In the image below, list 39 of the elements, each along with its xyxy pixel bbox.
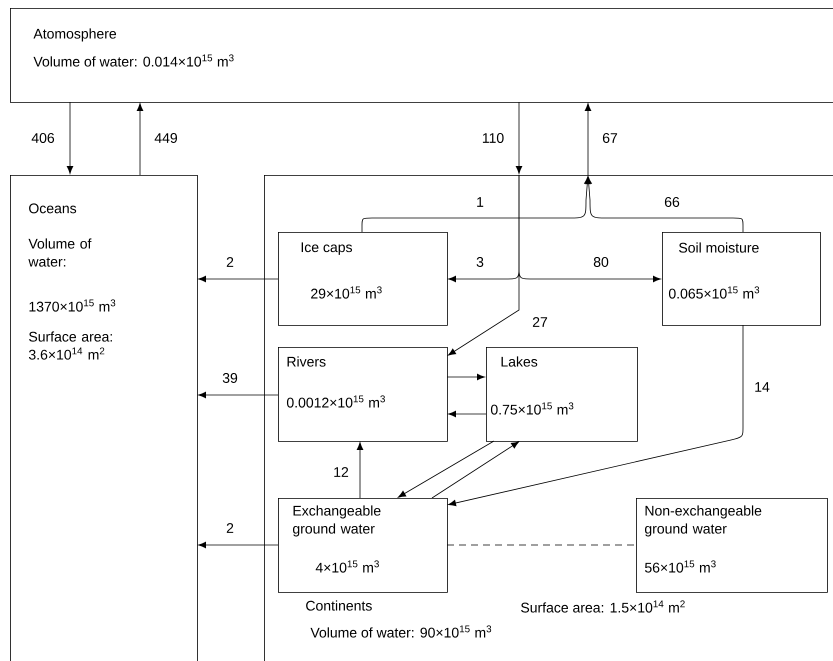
flow-arrow xyxy=(136,103,144,176)
flow-value: 66 xyxy=(662,196,682,208)
reservoir-box: Oceans Volume of water: 1370×10$^{15}$ m$^{3}$ Surface area: 3.6×10$^{14}$ m$^{2}$ xyxy=(10,175,198,661)
flow-arrow xyxy=(516,102,522,174)
flow-arrow xyxy=(432,441,520,498)
flow-arrow xyxy=(584,103,592,176)
flow-value: 406 xyxy=(30,132,56,144)
flow-value: 12 xyxy=(332,466,350,478)
flow-arrow xyxy=(362,176,590,232)
reservoir-box: Ice caps 29×10$^{15}$ m$^{3}$ xyxy=(278,232,448,326)
reservoir-box: Lakes 0.75×10$^{15}$ m$^{3}$ xyxy=(486,347,638,442)
flow-arrow xyxy=(448,324,744,506)
reservoir-box: Soil moisture 0.065×10$^{15}$ m$^{3}$ xyxy=(662,232,821,326)
flow-arrow xyxy=(198,392,278,398)
flow-value: 14 xyxy=(752,380,772,394)
flow-arrow xyxy=(446,374,485,380)
flow-arrow xyxy=(586,176,744,232)
flow-value: 67 xyxy=(600,132,620,144)
flow-arrow xyxy=(198,276,278,282)
flow-value: 3 xyxy=(474,256,486,268)
flow-value: 80 xyxy=(592,256,610,268)
reservoir-box: Rivers 0.0012×10$^{15}$ m$^{3}$ xyxy=(278,347,448,442)
flow-arrow xyxy=(356,442,364,498)
flow-value: 449 xyxy=(152,132,180,144)
flow-value: 2 xyxy=(224,256,236,268)
flow-arrow xyxy=(66,102,74,174)
reservoir-box: Atomosphere Volume of water: 0.014×10$^{15}$ m$^{3}$ xyxy=(10,8,833,103)
flow-arrow xyxy=(198,542,278,548)
flow-value: 1 xyxy=(474,196,486,208)
flow-value: 27 xyxy=(530,316,550,328)
flow-arrow xyxy=(448,174,520,356)
flow-value: 39 xyxy=(220,372,240,384)
flow-arrow xyxy=(448,410,486,418)
reservoir-box: Non-exchangeable ground water 56×10$^{15}$ m$^{3}$ xyxy=(636,498,828,593)
flow-value: 2 xyxy=(224,522,236,534)
reservoir-box: Exchangeable ground water 4×10$^{15}$ m$^{3}$ xyxy=(278,498,448,593)
flow-value: 110 xyxy=(480,132,506,144)
dashed-connector xyxy=(446,544,636,546)
flow-arrow xyxy=(398,440,494,498)
